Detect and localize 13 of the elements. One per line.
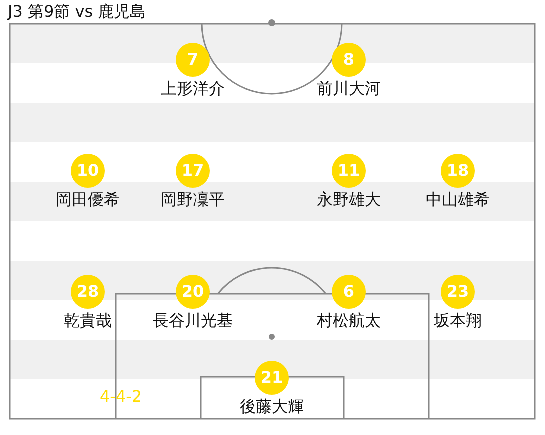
player-name: 後藤大輝: [240, 397, 304, 417]
player-name: 長谷川光基: [153, 311, 233, 331]
player-name: 中山雄希: [426, 190, 490, 210]
player-name: 乾貴哉: [64, 311, 112, 331]
title: J3 第9節 vs 鹿児島: [8, 2, 146, 22]
formation-label: 4-4-2: [100, 387, 142, 407]
player-name: 岡野凜平: [161, 190, 225, 210]
player-name: 村松航太: [317, 311, 381, 331]
player-name: 前川大河: [317, 79, 381, 99]
player-name: 坂本翔: [434, 311, 482, 331]
player-name: 上形洋介: [161, 79, 225, 99]
player-name: 岡田優希: [56, 190, 120, 210]
player-name: 永野雄大: [317, 190, 381, 210]
